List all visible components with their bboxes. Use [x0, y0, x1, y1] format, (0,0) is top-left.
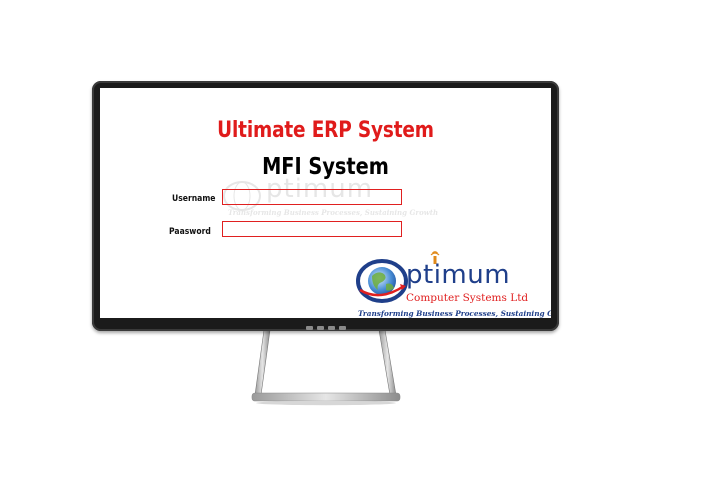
password-label: Paasword [169, 227, 211, 237]
username-label: Username [172, 194, 216, 204]
app-title: Ultimate ERP System [217, 118, 434, 143]
company-name: Computer Systems Ltd [406, 292, 529, 304]
watermark-tagline: Transforming Business Processes, Sustain… [228, 208, 439, 217]
monitor-frame: ptimum Transforming Business Processes, … [92, 81, 559, 331]
company-tagline: Transforming Business Processes, Sustain… [358, 309, 551, 318]
company-logo: ptimum Computer Systems Ltd Transforming… [354, 251, 551, 318]
monitor-indicator-lights [305, 326, 346, 330]
signal-icon [430, 251, 440, 264]
brand-text: ptimum [406, 260, 511, 290]
username-input[interactable] [222, 189, 402, 205]
globe-icon [356, 259, 408, 303]
app-subtitle: MFI System [262, 154, 389, 180]
monitor-screen: ptimum Transforming Business Processes, … [100, 88, 551, 318]
password-input[interactable] [222, 221, 402, 237]
